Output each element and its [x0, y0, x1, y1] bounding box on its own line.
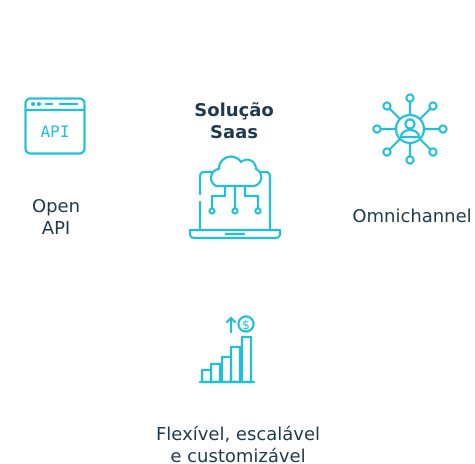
- saas-label: Solução Saas: [194, 100, 274, 143]
- scalable-label: Flexível, escalável e customizável: [155, 424, 321, 464]
- omnichannel-label: Omnichannel: [352, 206, 472, 227]
- api-icon-text: API: [41, 122, 70, 141]
- open-api-label: Open API: [31, 196, 81, 239]
- svg-text:$: $: [242, 318, 250, 332]
- network-user-icon: [372, 93, 448, 165]
- growth-bars-icon: $: [198, 314, 258, 386]
- api-window-icon: API: [24, 97, 88, 157]
- cloud-laptop-icon: [188, 150, 282, 242]
